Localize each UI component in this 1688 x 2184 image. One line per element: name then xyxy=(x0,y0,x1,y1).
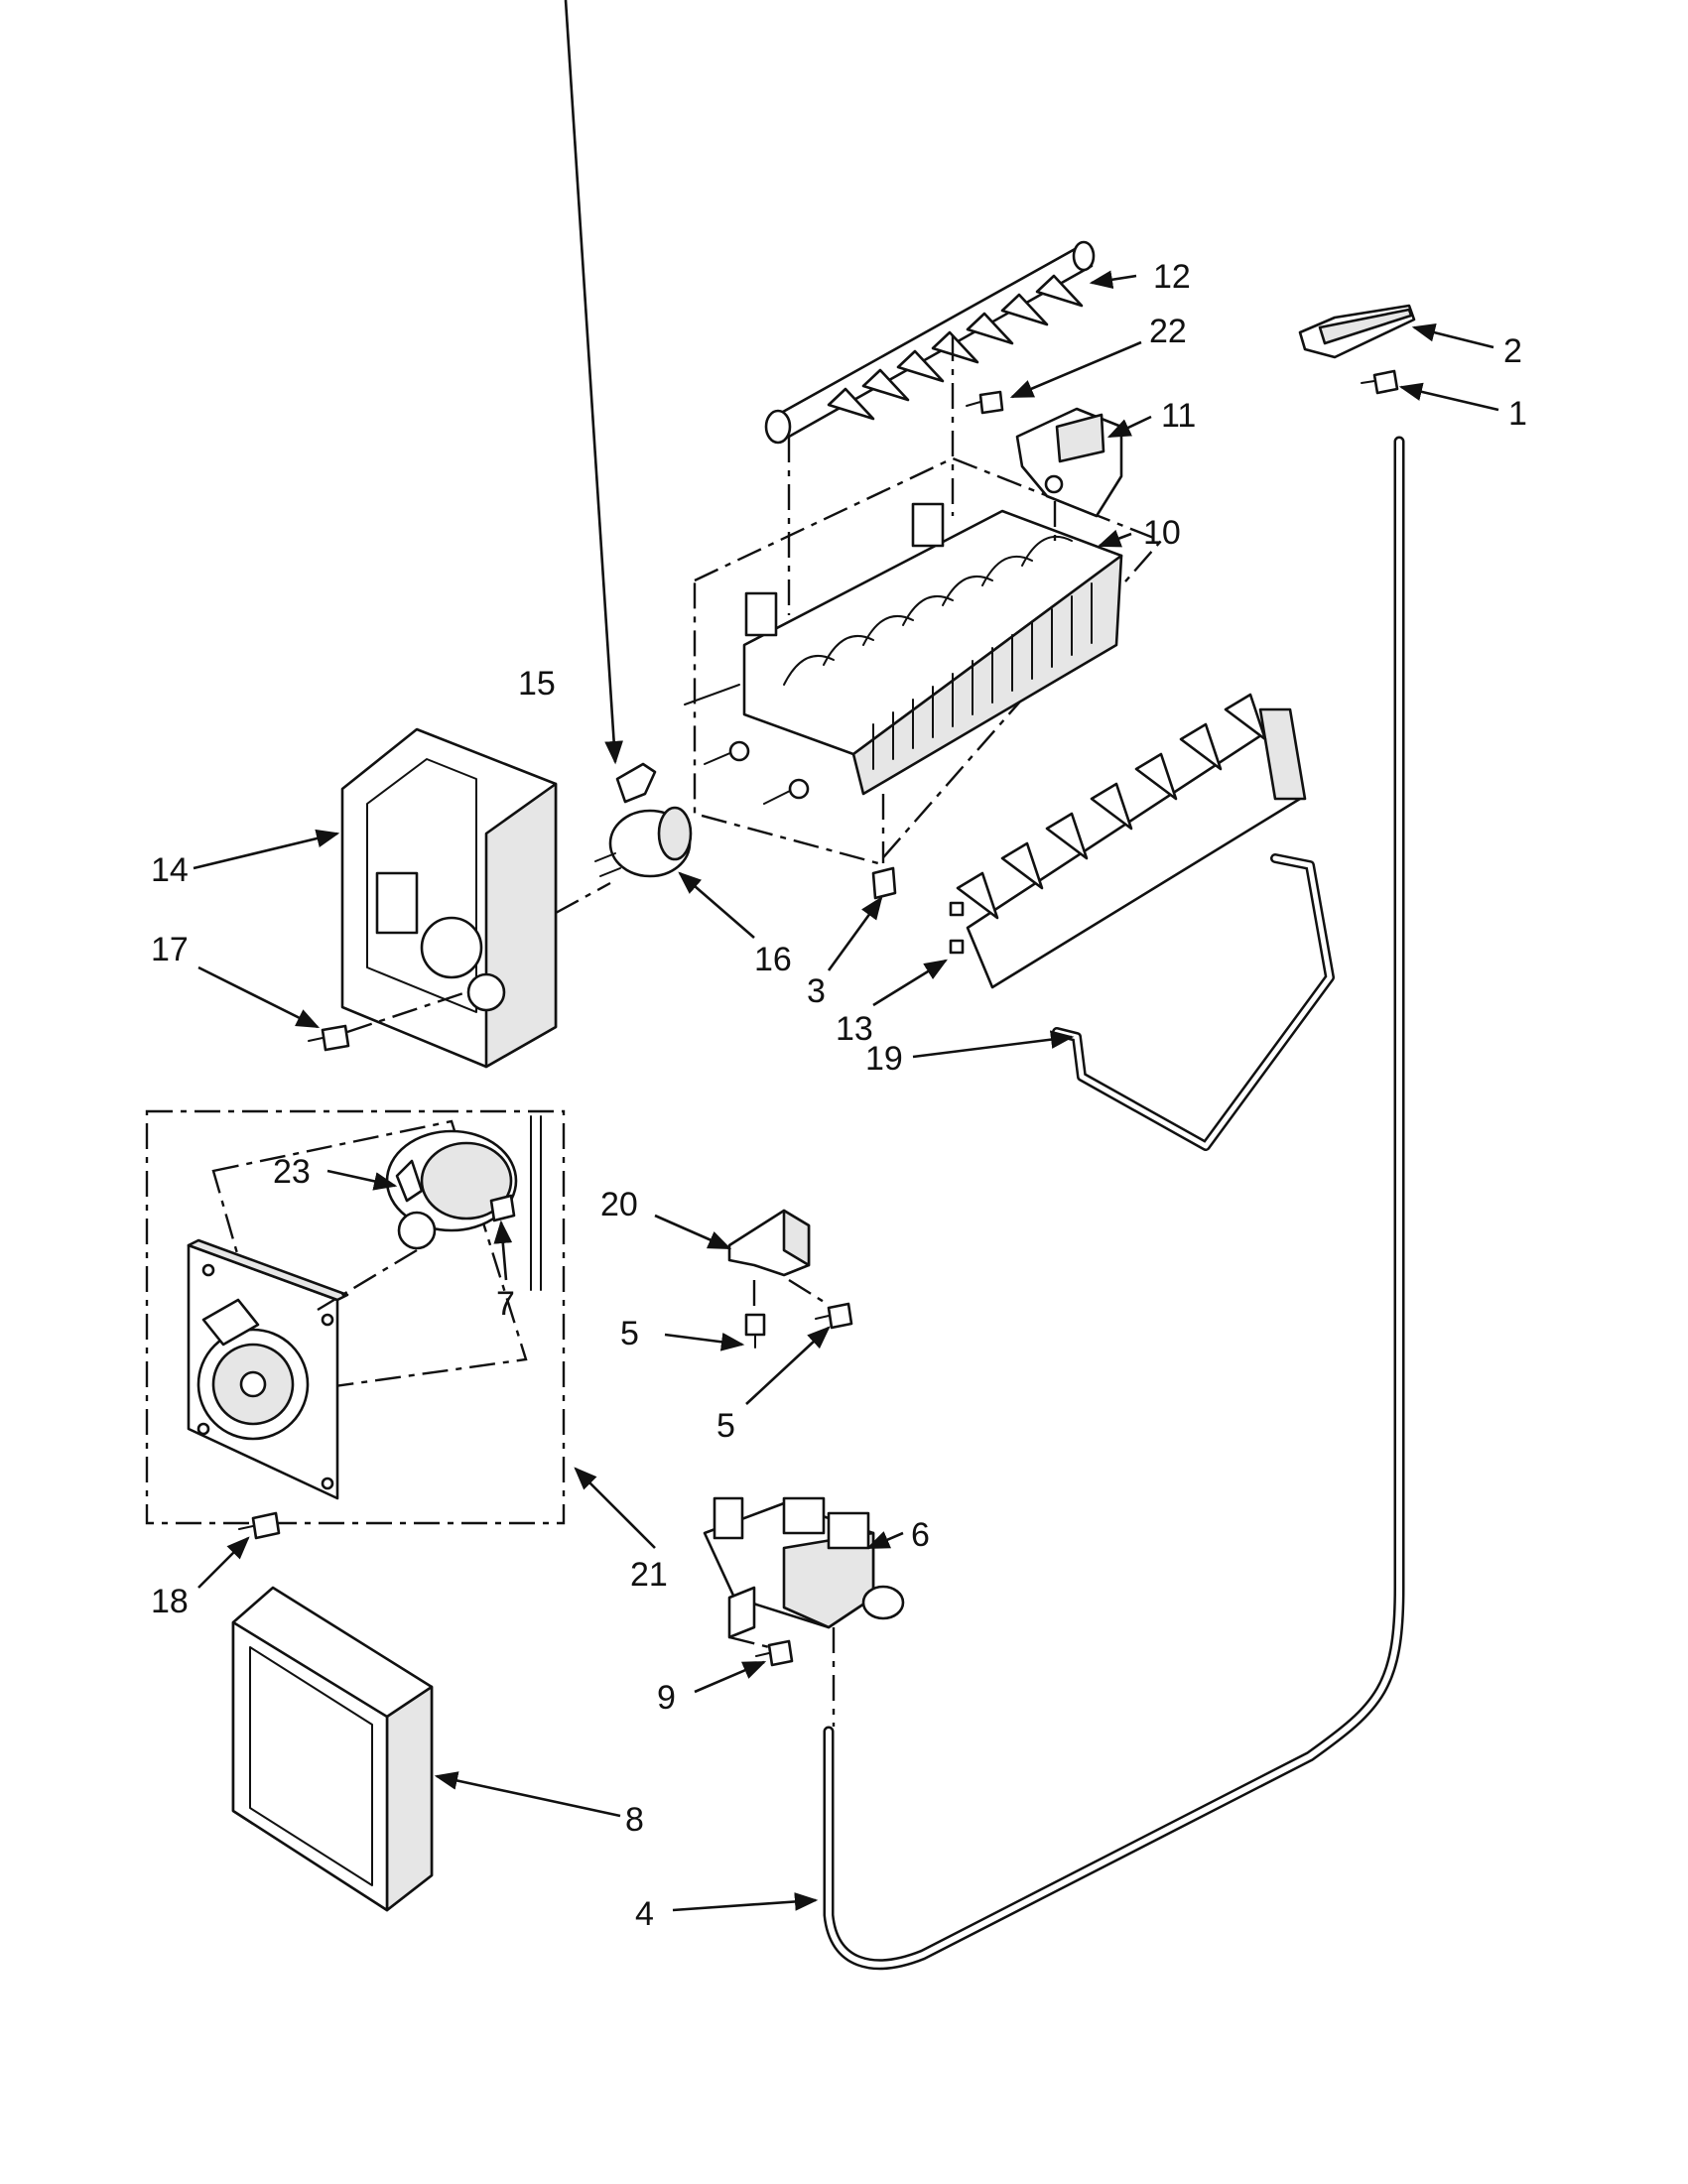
screw-9-part xyxy=(755,1639,794,1667)
leader-13 xyxy=(872,959,948,1007)
screw-22-part xyxy=(966,390,1004,415)
screw-5a-part xyxy=(744,1313,766,1349)
callout-10: 10 xyxy=(1143,514,1181,552)
clip-3-part xyxy=(871,866,897,900)
ice-mold-part xyxy=(684,456,1164,865)
screw-17-part xyxy=(308,1024,350,1052)
shutoff-arm-19-part xyxy=(1052,853,1335,1151)
switch-7-part xyxy=(489,1194,516,1222)
callout-labels: 12 22 11 10 2 1 15 14 16 3 13 19 17 23 7… xyxy=(151,258,1527,1933)
callout-8: 8 xyxy=(625,1801,644,1839)
callout-leaders xyxy=(193,0,1499,1912)
leader-7 xyxy=(493,1220,513,1281)
leader-10 xyxy=(1097,529,1132,548)
callout-6: 6 xyxy=(911,1516,930,1554)
leader-15 xyxy=(564,0,623,765)
leader-5a xyxy=(664,1333,745,1351)
leader-16 xyxy=(678,871,755,939)
leader-9 xyxy=(694,1660,767,1694)
callout-20: 20 xyxy=(600,1186,638,1223)
water-valve-6-part xyxy=(703,1496,905,1639)
callout-21: 21 xyxy=(630,1556,668,1594)
callout-7: 7 xyxy=(496,1285,515,1323)
callout-4: 4 xyxy=(635,1895,654,1933)
screw-18-part xyxy=(238,1511,281,1540)
leader-22 xyxy=(1009,340,1142,399)
callout-5a: 5 xyxy=(620,1315,639,1352)
callout-14: 14 xyxy=(151,851,189,889)
callout-17: 17 xyxy=(151,931,189,968)
callout-16: 16 xyxy=(754,941,792,978)
motor-23-part xyxy=(385,1115,542,1291)
callout-5b: 5 xyxy=(716,1407,735,1445)
ice-stripper-13-part xyxy=(949,693,1307,989)
leader-2 xyxy=(1411,323,1494,349)
callout-12: 12 xyxy=(1153,258,1191,296)
callout-22: 22 xyxy=(1149,313,1187,350)
bracket-20-part xyxy=(727,1209,811,1277)
leader-17 xyxy=(197,965,321,1029)
leader-21 xyxy=(574,1467,656,1549)
cover-8-part xyxy=(231,1586,434,1912)
leader-8 xyxy=(434,1771,621,1818)
callout-18: 18 xyxy=(151,1583,189,1620)
callout-13: 13 xyxy=(836,1010,873,1048)
leader-4 xyxy=(672,1892,819,1912)
clip-15-part xyxy=(615,762,657,804)
leader-6 xyxy=(865,1531,904,1550)
leader-20 xyxy=(654,1214,732,1250)
callout-23: 23 xyxy=(273,1153,311,1191)
module-plate-part xyxy=(187,1238,349,1500)
control-housing-part xyxy=(340,727,558,1069)
callout-9: 9 xyxy=(657,1679,676,1717)
leader-19 xyxy=(912,1030,1075,1059)
leader-23 xyxy=(326,1169,398,1191)
module-assembly-21-boundary xyxy=(145,1109,566,1525)
fill-cup-part xyxy=(1015,407,1123,518)
callout-15: 15 xyxy=(518,665,556,703)
bracket-2-part xyxy=(1298,304,1416,359)
leader-1 xyxy=(1398,382,1499,412)
screw-1-part xyxy=(1361,369,1399,395)
leader-12 xyxy=(1089,270,1137,290)
screw-5b-part xyxy=(815,1302,853,1330)
callout-11: 11 xyxy=(1161,397,1196,435)
water-tube-4-part xyxy=(823,436,1405,1971)
leader-18 xyxy=(197,1536,250,1589)
leader-5b xyxy=(745,1326,831,1405)
ejector-shaft-part xyxy=(764,240,1096,445)
leader-3 xyxy=(827,896,883,971)
thermostat-16-part xyxy=(594,806,693,878)
leader-14 xyxy=(193,829,340,870)
callout-3: 3 xyxy=(807,972,826,1010)
leader-11 xyxy=(1106,415,1152,439)
callout-2: 2 xyxy=(1503,332,1522,370)
callout-1: 1 xyxy=(1508,395,1527,433)
callout-19: 19 xyxy=(865,1040,903,1078)
